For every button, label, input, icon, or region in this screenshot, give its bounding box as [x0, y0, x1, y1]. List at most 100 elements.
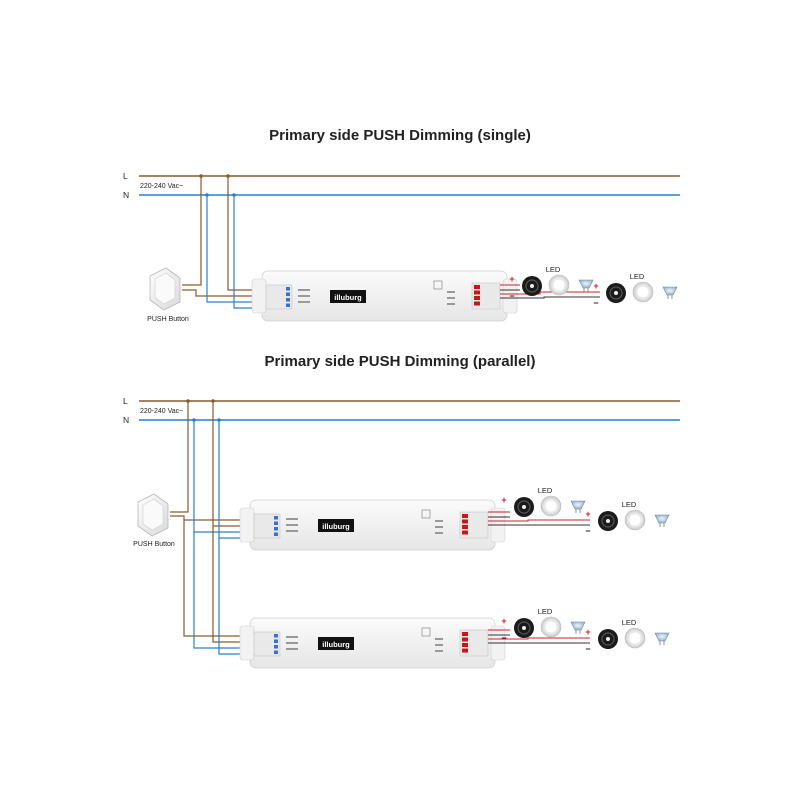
- driver-end-cap-left: [251, 278, 267, 314]
- led-group: +−LED: [585, 618, 670, 654]
- polarity-minus: −: [501, 512, 506, 522]
- output-screw: [462, 514, 468, 518]
- spec-mark: [286, 642, 298, 644]
- push-button-face: [154, 272, 176, 305]
- polarity-plus: +: [501, 616, 506, 626]
- button-to-driver: [182, 289, 266, 297]
- spec-mark: [447, 297, 455, 299]
- spot-bulb-icon: [570, 500, 586, 510]
- output-screw: [462, 643, 468, 647]
- neutral-label: N: [123, 415, 129, 425]
- live-label: L: [123, 396, 128, 406]
- push-button-face: [142, 498, 164, 531]
- downlight-lens: [636, 285, 650, 299]
- led-strip-hub: [606, 519, 610, 523]
- mains-lines: LN 220-240 Vac~: [123, 396, 680, 425]
- live-label: L: [123, 171, 128, 181]
- led-strip-reel: [601, 632, 615, 646]
- led-strip-reel: [517, 500, 531, 514]
- spot-bulb-icon: [662, 286, 678, 296]
- terminal-screw: [274, 639, 278, 643]
- output-screw: [474, 290, 480, 295]
- cert-mark: [433, 280, 443, 290]
- led-label: LED: [622, 618, 637, 627]
- polarity-minus: −: [593, 298, 598, 308]
- driver-end-cap-left: [239, 625, 255, 661]
- polarity-minus: −: [509, 291, 514, 301]
- led-strip-hub: [614, 291, 618, 295]
- voltage-label: 220-240 Vac~: [140, 408, 183, 415]
- driver-end-cap-right: [502, 278, 518, 314]
- led-strip-hub: [530, 284, 534, 288]
- led-strip-hub: [522, 505, 526, 509]
- spec-mark: [286, 636, 298, 638]
- spot-bulb-icon: [654, 514, 670, 524]
- led-strip-reel: [525, 279, 539, 293]
- output-screw: [462, 525, 468, 529]
- terminal-screw: [286, 298, 290, 302]
- downlight-lens: [544, 620, 558, 634]
- terminal-screw: [286, 287, 290, 291]
- led-group: +−LED: [501, 486, 586, 522]
- spec-mark: [286, 648, 298, 650]
- led-strip-hub: [522, 626, 526, 630]
- downlight-lens: [628, 513, 642, 527]
- led-label: LED: [538, 486, 553, 495]
- cert-mark: [421, 627, 431, 637]
- push-button-label: PUSH Button: [133, 541, 175, 548]
- neutral-to-driver-1: [206, 195, 266, 303]
- spot-bulb-icon: [578, 279, 594, 289]
- diagram-title-parallel: Primary side PUSH Dimming (parallel): [264, 353, 536, 370]
- polarity-minus: −: [501, 633, 506, 643]
- led-strip-reel: [601, 514, 615, 528]
- polarity-minus: −: [585, 644, 590, 654]
- output-screw: [462, 637, 468, 642]
- spot-bulb-icon: [654, 632, 670, 642]
- terminal-screw: [274, 527, 278, 531]
- terminal-screw: [274, 532, 278, 536]
- downlight-lens: [552, 278, 566, 292]
- output-screw: [474, 301, 480, 306]
- spec-mark: [298, 301, 310, 303]
- positive-wire-2: [488, 519, 590, 522]
- led-group: + − LED: [501, 607, 586, 643]
- push-button-label: PUSH Button: [147, 316, 189, 323]
- spec-mark: [298, 295, 310, 297]
- spec-mark: [435, 532, 443, 534]
- diagram-title-single: Primary side PUSH Dimming (single): [269, 127, 531, 144]
- led-driver: illuburg: [239, 499, 506, 551]
- led-label: LED: [622, 500, 637, 509]
- spec-mark: [447, 303, 455, 305]
- output-screw: [474, 296, 480, 300]
- cert-mark: [421, 509, 431, 519]
- polarity-minus: −: [585, 526, 590, 536]
- output-screw: [462, 530, 468, 535]
- driver-brand: illuburg: [334, 293, 362, 302]
- spec-mark: [286, 530, 298, 532]
- voltage-label: 220-240 Vac~: [140, 183, 183, 190]
- led-label: LED: [538, 607, 553, 616]
- polarity-plus: +: [593, 281, 598, 291]
- led-label: LED: [630, 272, 645, 281]
- led-strip-reel: [609, 286, 623, 300]
- led-driver: illuburg: [239, 617, 506, 669]
- spec-mark: [435, 520, 443, 522]
- spec-mark: [286, 518, 298, 520]
- polarity-plus: +: [509, 274, 514, 284]
- neutral-label: N: [123, 190, 129, 200]
- downlight-lens: [628, 631, 642, 645]
- brand-label-bg: [318, 519, 354, 532]
- spec-mark: [435, 644, 443, 646]
- neutral-to-driver-2a: [193, 532, 253, 649]
- downlight-lens: [544, 499, 558, 513]
- live-to-driver-2: [212, 526, 253, 643]
- terminal-screw: [274, 650, 278, 654]
- spec-mark: [447, 291, 455, 293]
- terminal-screw: [274, 645, 278, 649]
- driver-brand: illuburg: [322, 522, 350, 531]
- spec-mark: [298, 289, 310, 291]
- terminal-screw: [286, 292, 290, 296]
- led-group: +−LED: [509, 265, 594, 301]
- terminal-screw: [274, 634, 278, 638]
